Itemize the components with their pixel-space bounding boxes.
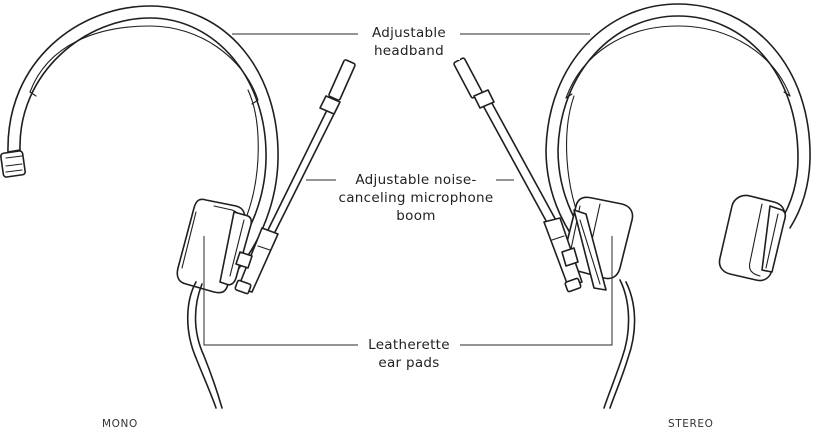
mono-headset [0,5,356,409]
mono-end-stopper [0,150,26,178]
stereo-headband-mark-left [565,93,573,99]
mono-headband-mark-left [29,91,37,97]
stereo-ear-cup-left [562,196,634,291]
leader-earpads-right [460,236,613,346]
mono-cable-edge [194,283,223,409]
stereo-cable-edge [609,281,636,409]
callout-boom-line1: Adjustable noise- [355,172,477,188]
callout-boom-line3: boom [396,208,436,224]
callout-boom-line2: canceling microphone [338,190,494,206]
stereo-headband-inner [557,15,799,263]
caption-stereo: STEREO [668,418,714,430]
mono-cable [186,281,217,409]
stereo-headset [453,3,811,409]
callout-earpads-line2: ear pads [378,355,440,371]
callout-earpads: Leatherette ear pads [358,336,460,372]
caption-mono: MONO [102,418,138,430]
callout-earpads-line1: Leatherette [368,337,450,353]
stereo-ear-cup-right [718,194,787,282]
mono-mic-boom [234,59,356,295]
mono-headband-outer [7,5,279,273]
stereo-headband-outer [545,3,811,269]
stereo-headband-groove [565,25,791,99]
callout-boom: Adjustable noise- canceling microphone b… [336,171,496,225]
mono-headband-inner [19,17,267,263]
mono-headband-rail [245,89,259,219]
stereo-cable [603,279,630,409]
leader-earpads-left [203,236,358,346]
stereo-headband-mark-right [783,91,791,97]
stereo-mic-boom [453,57,583,293]
mono-headband-groove [29,25,259,101]
mono-ear-cup [176,198,253,294]
leader-lines [203,33,613,346]
callout-headband-line2: headband [373,43,445,59]
callout-headband: Adjustable headband [358,24,460,60]
callout-headband-line1: Adjustable [371,25,447,41]
